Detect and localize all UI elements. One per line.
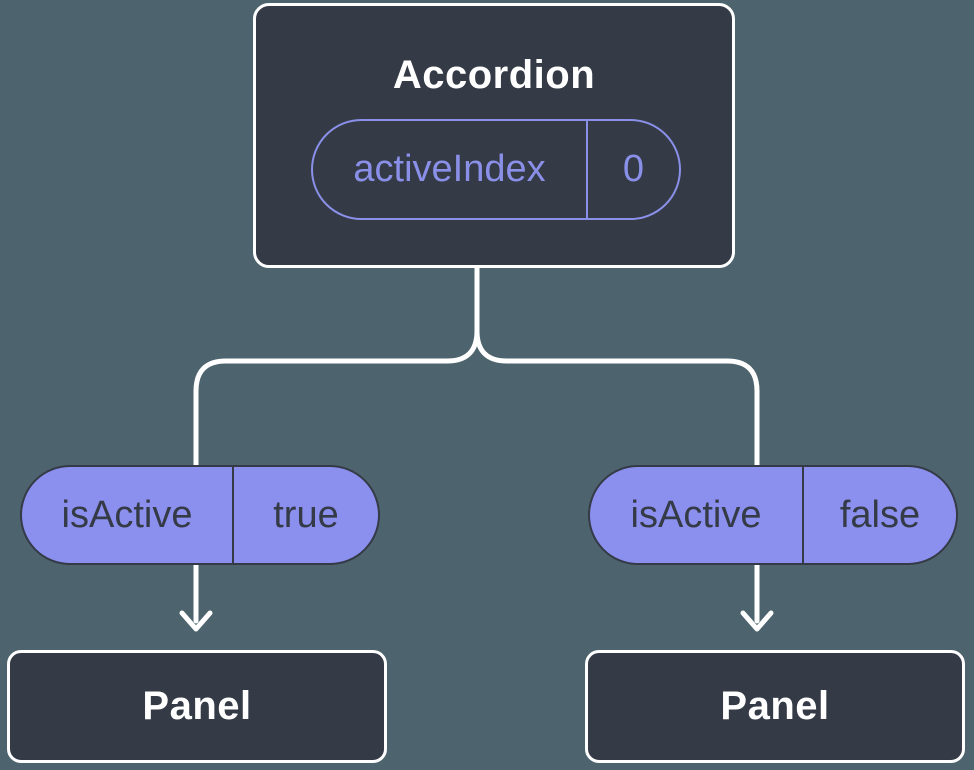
accordion-node: Accordion activeIndex 0 bbox=[253, 3, 735, 268]
state-value-label: 0 bbox=[622, 148, 645, 190]
connector-left bbox=[193, 263, 480, 624]
down-arrow-right-icon bbox=[740, 610, 774, 632]
accordion-title: Accordion bbox=[392, 53, 596, 97]
state-name-label: activeIndex bbox=[313, 121, 588, 218]
down-arrow-left-icon bbox=[179, 610, 213, 632]
prop-value-label: false bbox=[839, 493, 921, 536]
prop-name-label: isActive bbox=[590, 467, 804, 563]
panel-node-right: Panel bbox=[585, 650, 965, 763]
prop-value-label: true bbox=[273, 493, 339, 536]
prop-pill-left: isActive true bbox=[20, 465, 380, 565]
prop-name-label: isActive bbox=[22, 467, 234, 563]
connector-right bbox=[474, 263, 760, 624]
panel-title: Panel bbox=[142, 684, 252, 728]
state-pill: activeIndex 0 bbox=[311, 119, 681, 220]
panel-title: Panel bbox=[720, 684, 830, 728]
prop-pill-right: isActive false bbox=[588, 465, 958, 565]
panel-node-left: Panel bbox=[7, 650, 387, 763]
